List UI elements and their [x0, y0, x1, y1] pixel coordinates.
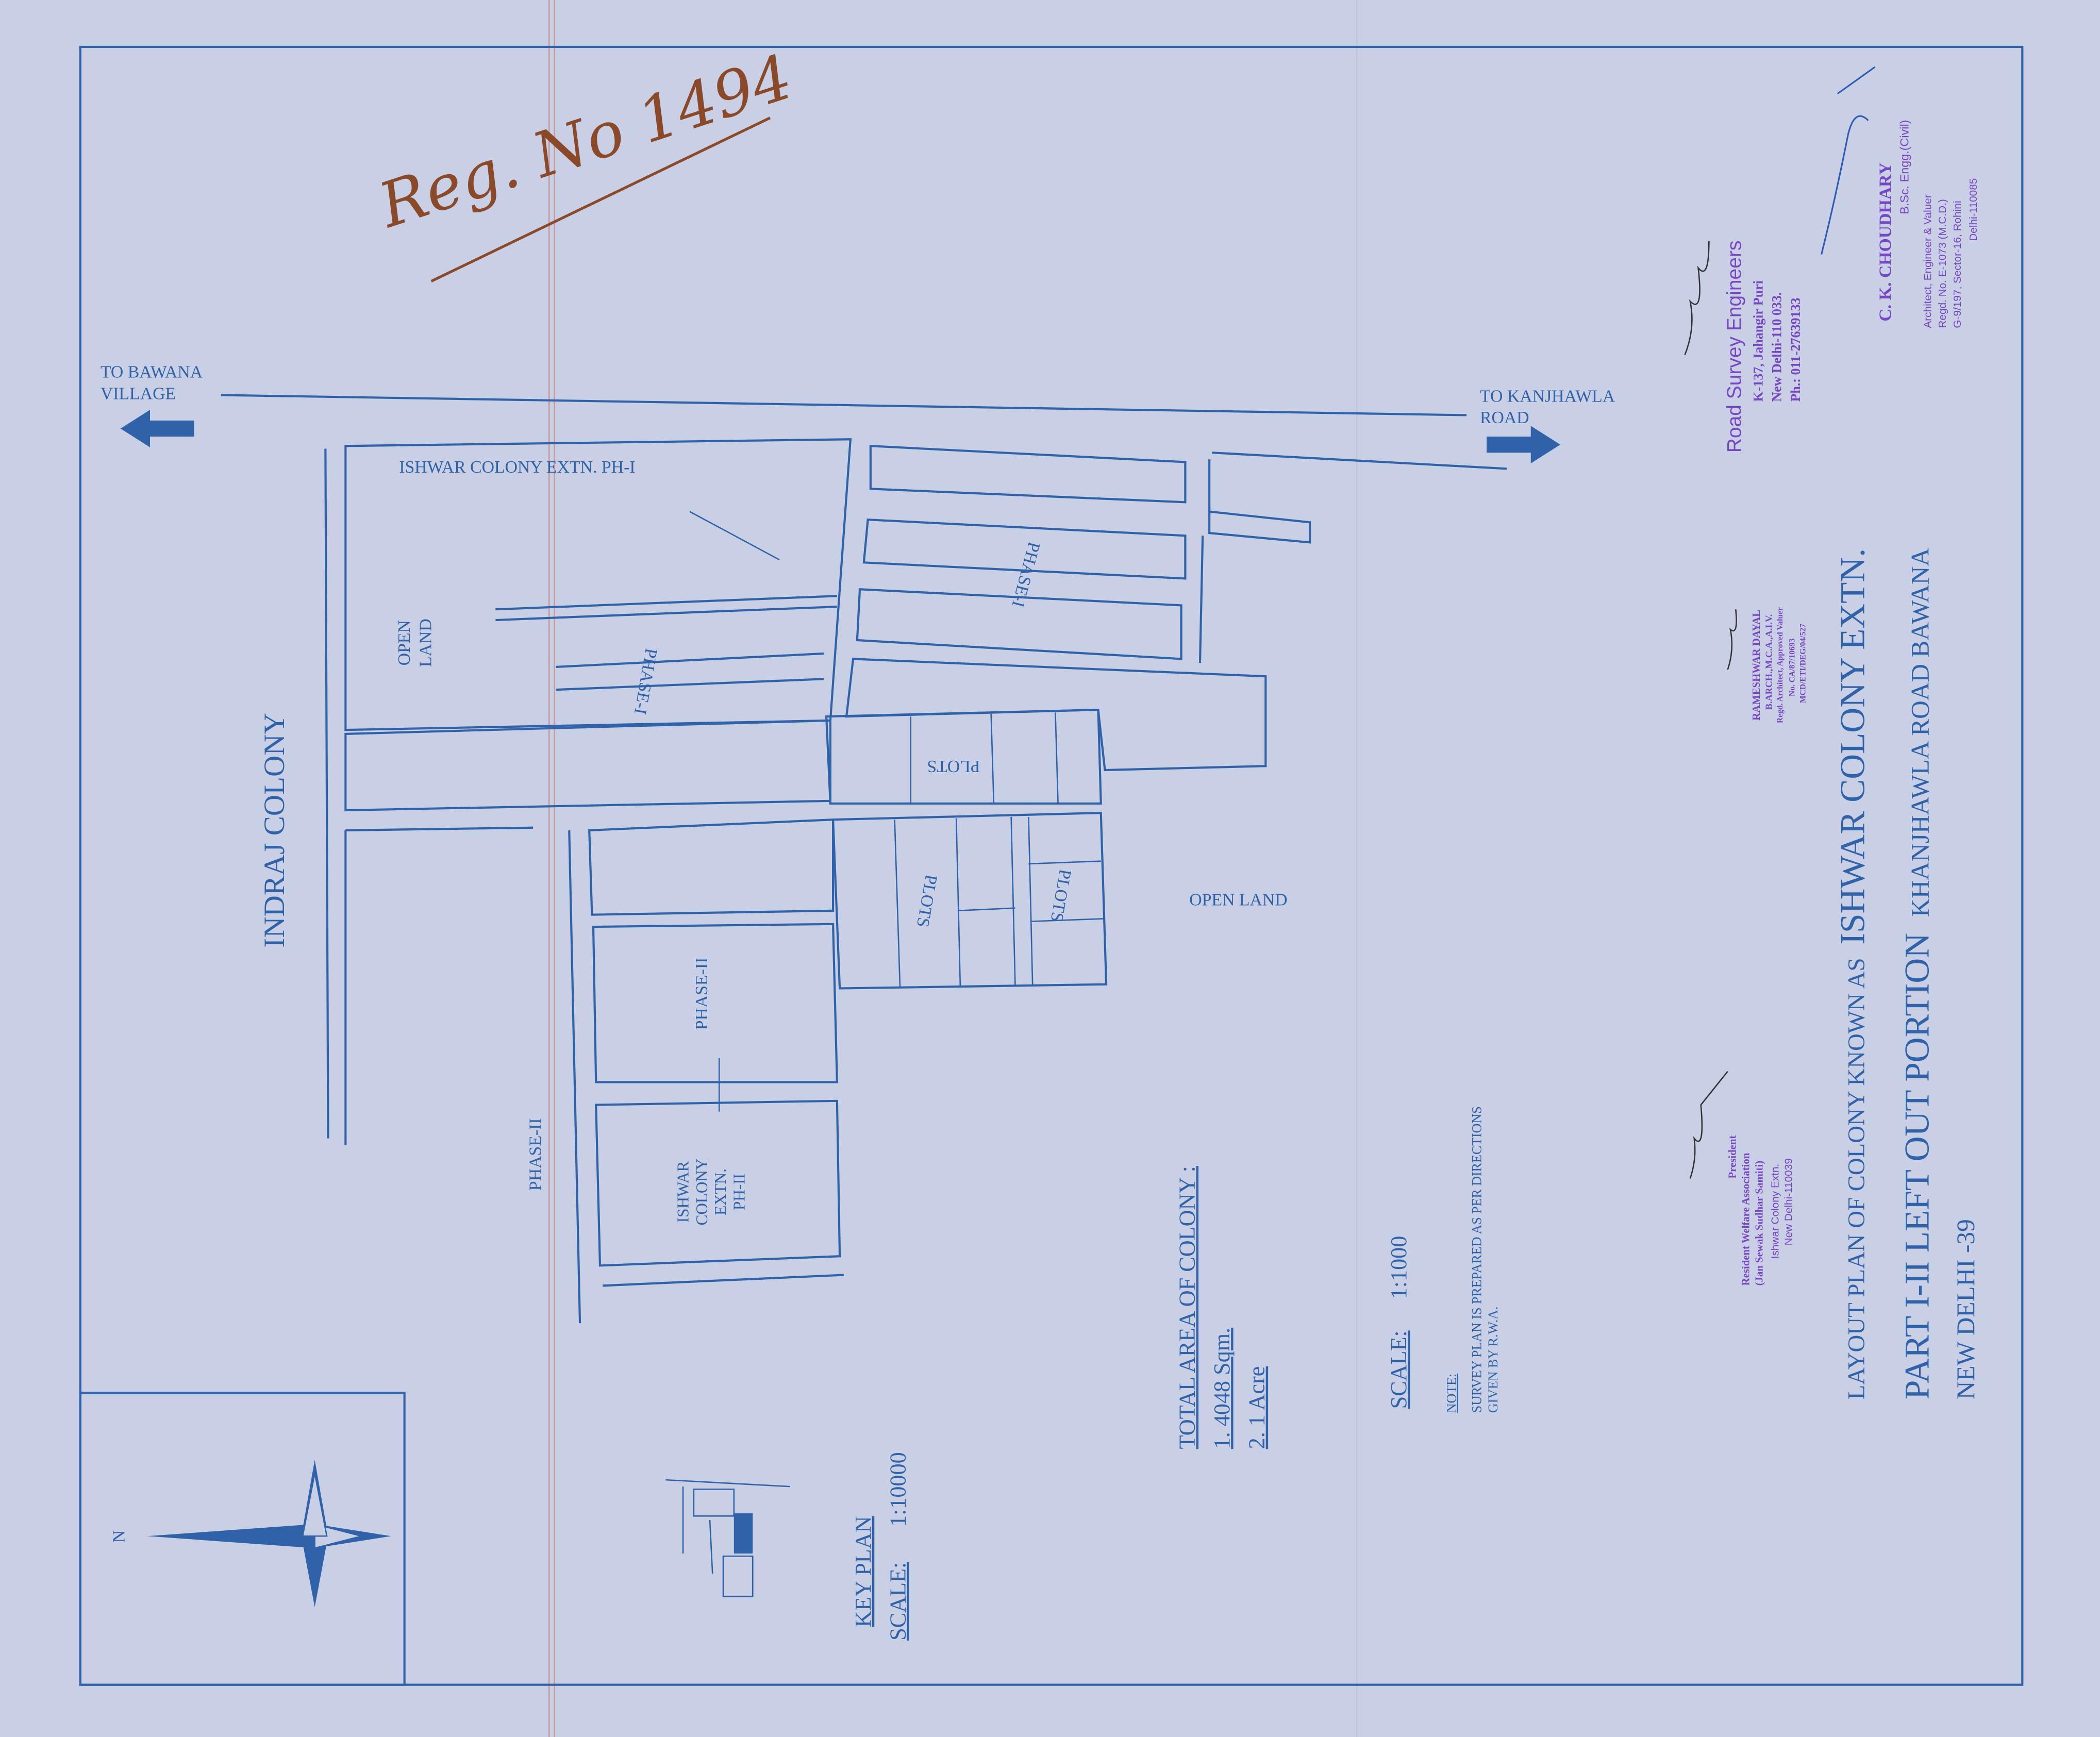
pointer-arrow: [689, 511, 780, 561]
road-label: ROAD: [1480, 408, 1529, 427]
colony-name: ISHWAR COLONY EXTN.: [1834, 548, 1872, 945]
svg-text:Delhi-110085: Delhi-110085: [1968, 178, 1979, 241]
block: [1208, 459, 1311, 544]
block: [869, 445, 1187, 504]
area-item: 2. 1 Acre: [1244, 1366, 1270, 1449]
key-plan-scale-label: SCALE:: [885, 1562, 910, 1641]
note-section: NOTE: SURVEY PLAN IS PREPARED AS PER DIR…: [1444, 1106, 1501, 1413]
arrow-left-icon: [120, 410, 194, 447]
svg-text:B.ARCH.,M.C.A.,A.I.V.: B.ARCH.,M.C.A.,A.I.V.: [1763, 614, 1774, 710]
north-label: N: [110, 1530, 129, 1543]
svg-text:K-137, Jahangir Puri: K-137, Jahangir Puri: [1751, 280, 1765, 402]
drawing-border: [79, 45, 2024, 1686]
svg-text:B.Sc. Engg.(Civil): B.Sc. Engg.(Civil): [1897, 120, 1911, 214]
area-heading: TOTAL AREA OF COLONY :: [1175, 1166, 1200, 1449]
note-text: SURVEY PLAN IS PREPARED AS PER DIRECTION…: [1470, 1106, 1485, 1413]
block-phase2: [592, 923, 839, 1083]
svg-text:Regd. No. E-1073 (M.C.D.): Regd. No. E-1073 (M.C.D.): [1937, 199, 1948, 328]
stamp-rwa: President Resident Welfare Association (…: [1689, 1071, 1794, 1286]
signature: [1727, 609, 1737, 670]
stamp-rameshwar-dayal: RAMESHWAR DAYAL B.ARCH.,M.C.A.,A.I.V. Re…: [1727, 607, 1807, 723]
block: [856, 588, 1182, 660]
note-text: GIVEN BY R.W.A.: [1486, 1307, 1501, 1413]
svg-text:MCD/ETI/DEG/04/527: MCD/ETI/DEG/04/527: [1798, 624, 1807, 703]
title-prefix: LAYOUT PLAN OF COLONY KNOWN AS: [1843, 958, 1870, 1400]
road-label: TO BAWANA: [101, 363, 203, 382]
open-land-label: OPEN: [395, 620, 414, 665]
indraj-colony-label: INDRAJ COLONY: [258, 713, 291, 948]
block: [588, 818, 835, 916]
title-part: PART I-II LEFT OUT PORTION: [1897, 933, 1936, 1399]
svg-text:Ph.: 011-27639133: Ph.: 011-27639133: [1788, 297, 1803, 402]
signature: [1821, 66, 1876, 255]
svg-text:Architect, Engineer & Valuer: Architect, Engineer & Valuer: [1922, 194, 1934, 328]
stamp-road-survey-engineers: Road Survey Engineers K-137, Jahangir Pu…: [1684, 241, 1803, 453]
ishwar-ph2-label: EXTN.: [711, 1168, 729, 1215]
signature: [1684, 241, 1710, 356]
svg-text:Regd. Architect, Approved Valu: Regd. Architect, Approved Valuer: [1776, 607, 1785, 723]
svg-text:New Delhi-110039: New Delhi-110039: [1782, 1158, 1794, 1245]
key-plan-scale-value: 1:10000: [885, 1452, 910, 1527]
plots-area-upper: [825, 708, 1102, 805]
scale-label: SCALE:: [1386, 1330, 1411, 1409]
compass-box: [79, 1392, 406, 1686]
svg-text:No. CA/87/10693: No. CA/87/10693: [1788, 638, 1797, 696]
key-plan-title: KEY PLAN: [851, 1516, 876, 1627]
svg-text:Resident Welfare Association: Resident Welfare Association: [1740, 1153, 1752, 1285]
scale-value: 1:1000: [1386, 1236, 1411, 1299]
area-item: 1. 4048 Sqm.: [1209, 1328, 1235, 1449]
svg-text:C. K. CHOUDHARY: C. K. CHOUDHARY: [1876, 162, 1895, 321]
svg-text:Ishwar Colony Extn.: Ishwar Colony Extn.: [1769, 1164, 1781, 1259]
arrow-right-icon: [1487, 426, 1560, 464]
title-block: LAYOUT PLAN OF COLONY KNOWN AS ISHWAR CO…: [1834, 548, 1980, 1400]
phase-ii-label: PHASE-II: [526, 1118, 545, 1191]
ishwar-ph1-label: ISHWAR COLONY EXTN. PH-I: [399, 458, 635, 477]
key-plan: KEY PLAN SCALE: 1:10000: [665, 1452, 910, 1641]
title-place: KHANJHAWLA ROAD BAWANA: [1906, 548, 1934, 917]
plots-label: PLOTS: [927, 757, 980, 776]
svg-text:G-9/197, Sector-16, Rohini: G-9/197, Sector-16, Rohini: [1952, 201, 1963, 328]
map-roads: [221, 394, 1507, 1324]
road-label: TO KANJHAWLA: [1480, 387, 1615, 406]
stamp-ck-choudhary: C. K. CHOUDHARY B.Sc. Engg.(Civil) Archi…: [1821, 66, 1979, 328]
svg-text:(Jan Sewak Sudhar Samiti): (Jan Sewak Sudhar Samiti): [1753, 1161, 1765, 1286]
key-plan-mini-map: [665, 1479, 791, 1597]
title-line-2: PART I-II LEFT OUT PORTION KHANJHAWLA RO…: [1897, 548, 1936, 1400]
block-ishwar-ph2: [595, 1099, 841, 1267]
svg-text:New Delhi-110 033.: New Delhi-110 033.: [1770, 292, 1785, 402]
title-city: NEW DELHI -39: [1952, 1219, 1980, 1399]
svg-text:President: President: [1726, 1135, 1738, 1179]
block: [862, 518, 1187, 580]
map-blocks: [344, 438, 1311, 1267]
ishwar-ph2-label: COLONY: [693, 1159, 711, 1226]
total-area-section: TOTAL AREA OF COLONY : 1. 4048 Sqm. 2. 1…: [1175, 1166, 1270, 1449]
road-label: VILLAGE: [101, 384, 176, 403]
open-land-label: OPEN LAND: [1189, 890, 1287, 909]
scale-section: SCALE: 1:1000: [1386, 1236, 1411, 1409]
note-label: NOTE:: [1444, 1374, 1459, 1413]
north-compass-icon: N: [110, 1460, 391, 1607]
ishwar-ph2-label: ISHWAR: [674, 1161, 692, 1223]
ishwar-ph2-label: PH-II: [730, 1174, 748, 1210]
title-line-1: LAYOUT PLAN OF COLONY KNOWN AS ISHWAR CO…: [1834, 548, 1872, 1399]
plots-area-lower: [831, 812, 1108, 990]
svg-text:RAMESHWAR DAYAL: RAMESHWAR DAYAL: [1751, 610, 1762, 721]
open-land-label: LAND: [416, 619, 436, 667]
svg-text:Road Survey Engineers: Road Survey Engineers: [1724, 241, 1746, 453]
signature: [1689, 1071, 1728, 1179]
phase-ii-label: PHASE-II: [692, 958, 711, 1030]
